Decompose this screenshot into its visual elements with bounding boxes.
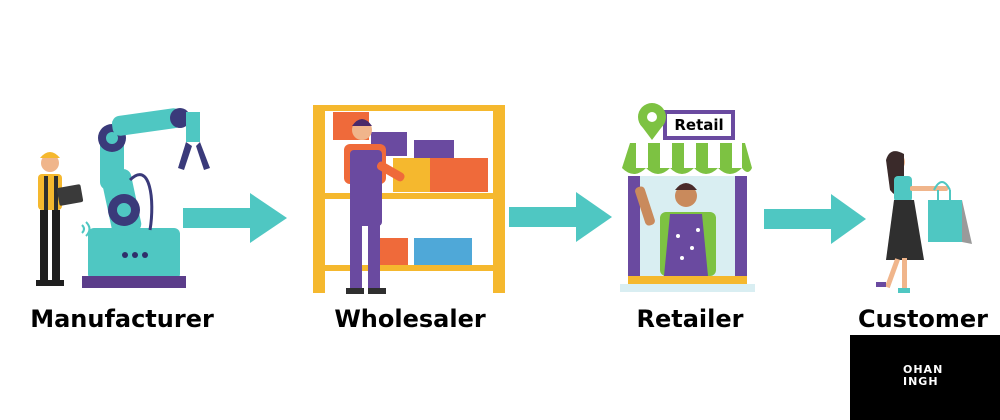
flow-arrow-2	[509, 192, 612, 242]
watermark-logo	[850, 335, 1000, 420]
stage-label-customer: Customer	[857, 305, 989, 333]
flow-arrow-3	[764, 194, 866, 244]
manufacturer-robot-arm-icon	[36, 108, 210, 288]
wholesaler-warehouse-icon	[313, 105, 505, 294]
flow-arrow-1	[183, 193, 287, 243]
watermark-logo-text: OHAN INGH	[895, 364, 943, 388]
watermark-line-1: OHAN	[903, 363, 944, 376]
stage-label-wholesaler: Wholesaler	[334, 305, 486, 333]
customer-shopper-icon	[876, 151, 972, 293]
stage-label-retailer: Retailer	[636, 305, 744, 333]
stage-label-manufacturer: Manufacturer	[30, 305, 214, 333]
watermark-line-2: INGH	[903, 375, 939, 388]
retail-sign-text: Retail	[674, 116, 723, 134]
retailer-shop-icon	[620, 103, 755, 292]
